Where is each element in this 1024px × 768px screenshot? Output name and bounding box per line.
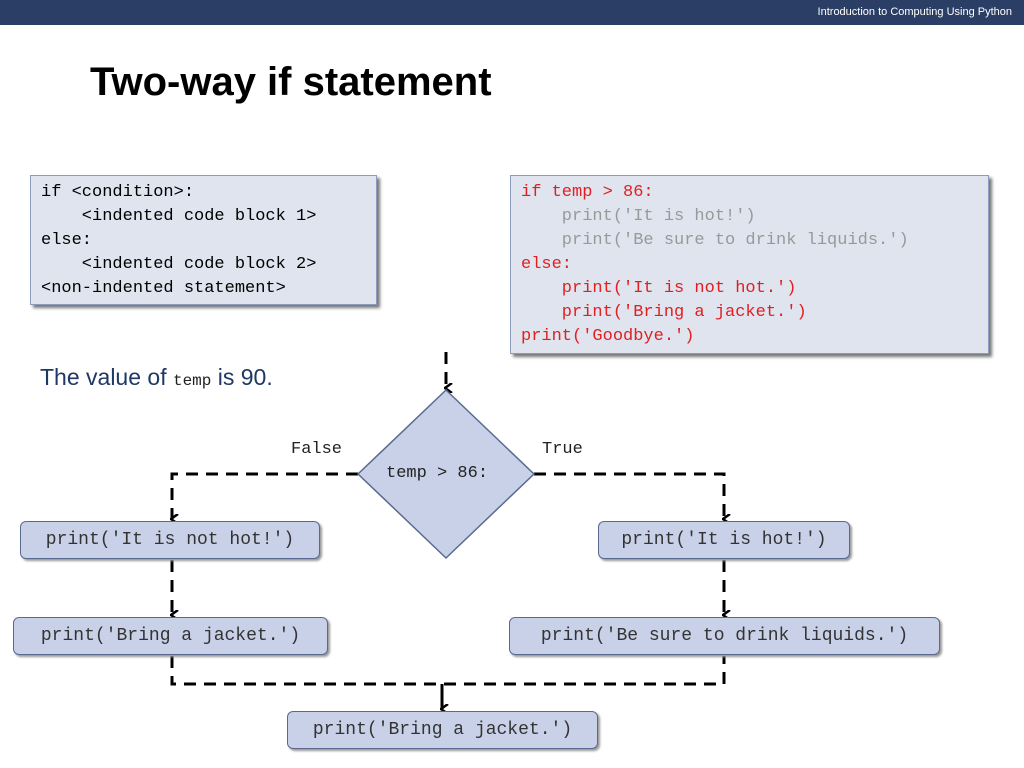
decision-diamond: [356, 388, 536, 560]
merge-line: [170, 656, 726, 686]
example-line: print('It is not hot.'): [521, 279, 797, 298]
node-not-hot: print('It is not hot!'): [20, 521, 320, 559]
value-prefix: The value of: [40, 364, 173, 390]
value-note: The value of temp is 90.: [40, 364, 273, 391]
true-arrow: [534, 472, 724, 519]
value-suffix: is 90.: [211, 364, 273, 390]
example-line: if temp > 86:: [521, 183, 654, 202]
decision-condition: temp > 86:: [386, 464, 489, 483]
example-line: print('Goodbye.'): [521, 327, 695, 346]
node-drink-liquids: print('Be sure to drink liquids.'): [509, 617, 940, 655]
false-arrow: [172, 472, 358, 519]
syntax-line: else:: [41, 231, 93, 250]
node-final: print('Bring a jacket.'): [287, 711, 598, 749]
example-line: else:: [521, 255, 573, 274]
slide-title: Two-way if statement: [90, 60, 492, 104]
value-var: temp: [172, 372, 212, 390]
syntax-line: <indented code block 2>: [41, 255, 317, 274]
syntax-line: if <condition>:: [41, 183, 195, 202]
example-line: print('It is hot!'): [521, 207, 756, 226]
example-line: print('Be sure to drink liquids.'): [521, 231, 909, 250]
example-line: print('Bring a jacket.'): [521, 303, 807, 322]
syntax-line: <non-indented statement>: [41, 279, 286, 298]
false-label: False: [291, 440, 343, 459]
node-bring-jacket: print('Bring a jacket.'): [13, 617, 328, 655]
node-is-hot: print('It is hot!'): [598, 521, 850, 559]
course-title: Introduction to Computing Using Python: [817, 6, 1012, 18]
true-label: True: [542, 440, 583, 459]
syntax-line: <indented code block 1>: [41, 207, 317, 226]
example-box: if temp > 86: print('It is hot!') print(…: [510, 175, 989, 354]
header-bar: Introduction to Computing Using Python: [0, 0, 1024, 25]
syntax-box: if <condition>: <indented code block 1> e…: [30, 175, 377, 305]
